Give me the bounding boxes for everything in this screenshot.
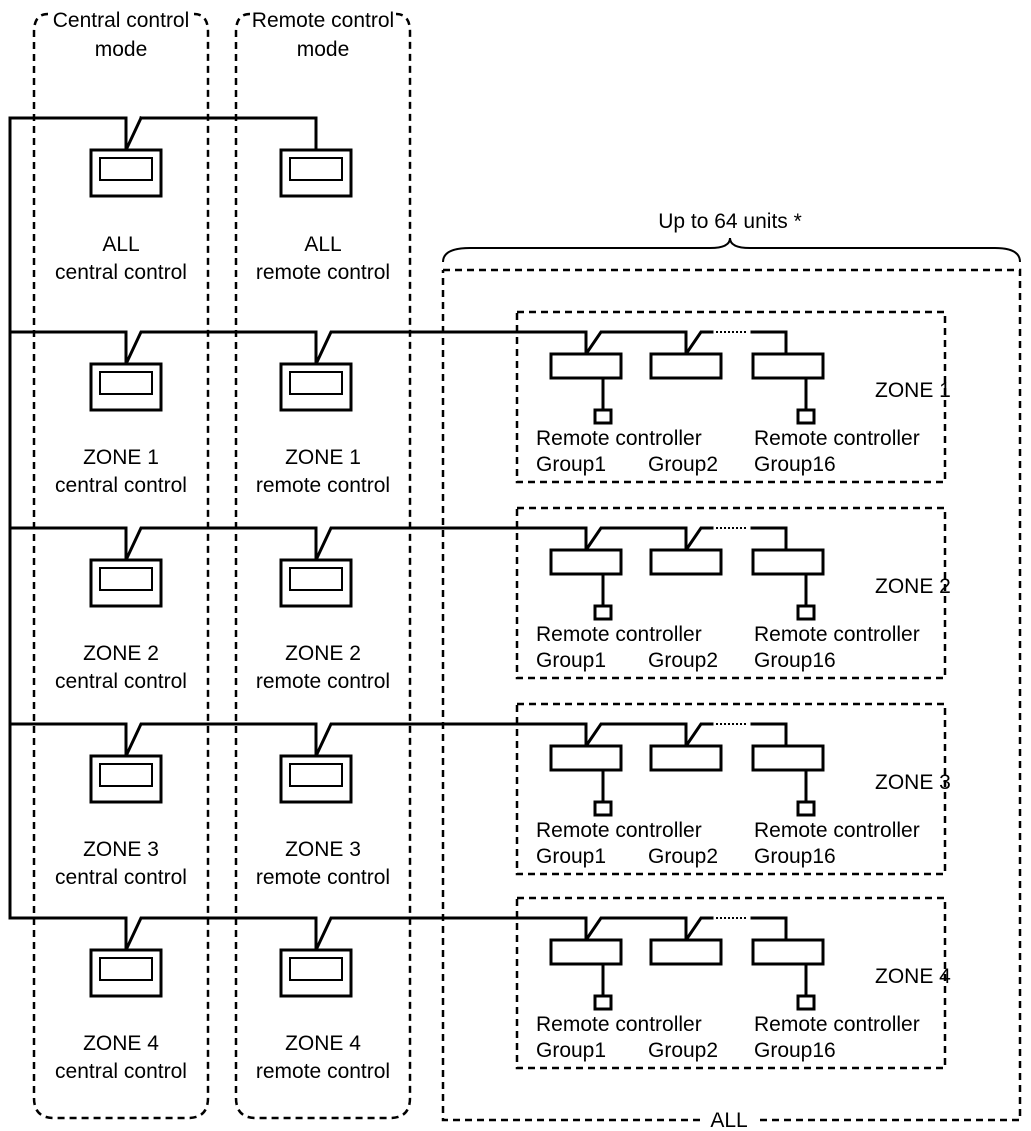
zone-2-indoor-unit-group16: [751, 548, 825, 621]
zone-4-group-box: [515, 896, 947, 1070]
zone-2-bus-wire: [8, 526, 714, 562]
zone-3-remote-label-line1: ZONE 3: [285, 838, 361, 861]
zone-4-indoor-unit-group16: [751, 938, 825, 1011]
zone-2-remote-label-line1: ZONE 2: [285, 642, 361, 665]
zone-row-4: ZONE 4 central control ZONE 4 remote con…: [8, 896, 951, 1083]
zone-1-bus-wire: [8, 330, 714, 366]
zone-1-indoor-unit-group2: [649, 352, 723, 380]
zone-4-group1-label-line2: Group1: [536, 1039, 606, 1062]
zone-1-group16-label-line1: Remote controller: [754, 427, 920, 450]
zone-1-group1-label-line2: Group1: [536, 453, 606, 476]
zone-3-indoor-unit-group2: [649, 744, 723, 772]
zone-2-remote-controller-icon: [279, 558, 353, 608]
all-remote-label-line2: remote control: [256, 261, 390, 284]
zone-1-group16-wire: [750, 330, 788, 356]
zone-4-central-label-line2: central control: [55, 1060, 187, 1083]
remote-mode-title-line2: mode: [297, 38, 350, 61]
zone-1-central-label-line2: central control: [55, 474, 187, 497]
zone-3-group16-label-line1: Remote controller: [754, 819, 920, 842]
zone-3-indoor-unit-group16: [751, 744, 825, 817]
zone-4-group1-label-line1: Remote controller: [536, 1013, 702, 1036]
zone-2-central-label-line2: central control: [55, 670, 187, 693]
zone-2-indoor-unit-group2: [649, 548, 723, 576]
zone-4-group2-label: Group2: [648, 1039, 718, 1062]
zone-4-remote-controller-icon: [279, 948, 353, 998]
central-mode-title-line2: mode: [95, 38, 148, 61]
zone-1-group-box: [515, 310, 947, 484]
zone-1-label: ZONE 1: [875, 379, 951, 402]
zone-2-label: ZONE 2: [875, 575, 951, 598]
zone-4-bus-wire: [8, 916, 714, 952]
zone-2-group1-label-line2: Group1: [536, 649, 606, 672]
zone-1-remote-label-line1: ZONE 1: [285, 446, 361, 469]
zone-4-group16-label-line2: Group16: [754, 1039, 836, 1062]
zone-3-central-label-line2: central control: [55, 866, 187, 889]
zone-1-remote-controller-icon: [279, 362, 353, 412]
zone-4-group16-wire: [750, 916, 788, 942]
remote-mode-title-line1: Remote control: [252, 9, 394, 32]
zone-2-central-label-line1: ZONE 2: [83, 642, 159, 665]
zone-2-group1-label-line1: Remote controller: [536, 623, 702, 646]
zone-3-indoor-unit-group1: [549, 744, 623, 817]
all-remote-controller-icon: [279, 148, 353, 198]
zone-4-indoor-unit-group1: [549, 938, 623, 1011]
zone-1-indoor-unit-group16: [751, 352, 825, 425]
zone-1-central-controller-icon: [89, 362, 163, 412]
central-control-mode-column: [32, 12, 210, 1120]
all-region-label: ALL: [710, 1109, 747, 1131]
zone-1-group1-label-line1: Remote controller: [536, 427, 702, 450]
all-central-controller-icon: [89, 148, 163, 198]
zone-3-group16-label-line2: Group16: [754, 845, 836, 868]
zone-3-group-box: [515, 702, 947, 876]
zone-3-group2-label: Group2: [648, 845, 718, 868]
all-remote-label-line1: ALL: [304, 233, 341, 256]
remote-control-mode-column: [234, 12, 412, 1120]
zone-3-central-label-line1: ZONE 3: [83, 838, 159, 861]
zone-1-remote-label-line2: remote control: [256, 474, 390, 497]
zone-4-central-label-line1: ZONE 4: [83, 1032, 159, 1055]
central-mode-title-line1: Central control: [53, 9, 190, 32]
zone-4-group16-label-line1: Remote controller: [754, 1013, 920, 1036]
zone-1-central-label-line1: ZONE 1: [83, 446, 159, 469]
zone-2-group16-wire: [750, 526, 788, 552]
zone-2-group16-label-line2: Group16: [754, 649, 836, 672]
zone-4-indoor-unit-group2: [649, 938, 723, 966]
zone-3-central-controller-icon: [89, 754, 163, 804]
all-central-label-line1: ALL: [102, 233, 139, 256]
zone-2-group16-label-line1: Remote controller: [754, 623, 920, 646]
zone-4-remote-label-line2: remote control: [256, 1060, 390, 1083]
zone-1-indoor-unit-group1: [549, 352, 623, 425]
zone-2-group2-label: Group2: [648, 649, 718, 672]
zone-3-remote-label-line2: remote control: [256, 866, 390, 889]
all-row: ALL central control ALL remote control: [8, 116, 390, 284]
zone-2-group-box: [515, 506, 947, 680]
zone-row-3: ZONE 3 central control ZONE 3 remote con…: [8, 702, 951, 889]
zone-row-1: ZONE 1 central control ZONE 1 remote con…: [8, 310, 951, 497]
all-central-label-line2: central control: [55, 261, 187, 284]
zone-2-central-controller-icon: [89, 558, 163, 608]
zone-3-group16-wire: [750, 722, 788, 748]
zone-4-label: ZONE 4: [875, 965, 951, 988]
units-brace: [442, 237, 1021, 263]
zone-4-central-controller-icon: [89, 948, 163, 998]
all-bus-wire: [8, 116, 318, 152]
zone-3-remote-controller-icon: [279, 754, 353, 804]
zone-4-remote-label-line1: ZONE 4: [285, 1032, 361, 1055]
units-note: Up to 64 units *: [658, 210, 802, 233]
zone-3-group1-label-line2: Group1: [536, 845, 606, 868]
zone-3-label: ZONE 3: [875, 771, 951, 794]
zone-2-remote-label-line2: remote control: [256, 670, 390, 693]
zone-3-bus-wire: [8, 722, 714, 758]
zone-1-group2-label: Group2: [648, 453, 718, 476]
zone-1-group16-label-line2: Group16: [754, 453, 836, 476]
all-zones-region: [441, 268, 1022, 1122]
zone-3-group1-label-line1: Remote controller: [536, 819, 702, 842]
zone-row-2: ZONE 2 central control ZONE 2 remote con…: [8, 506, 951, 693]
zone-2-indoor-unit-group1: [549, 548, 623, 621]
